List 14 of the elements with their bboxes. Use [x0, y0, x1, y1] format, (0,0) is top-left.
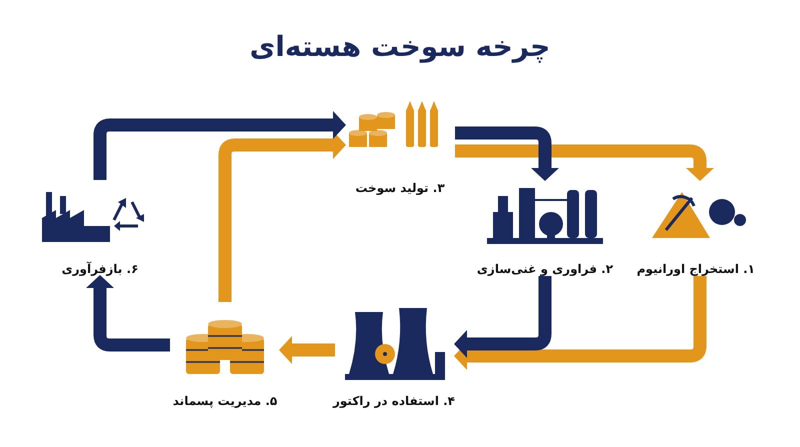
arrow — [86, 275, 170, 352]
stage-label: ۳. تولید سوخت — [355, 181, 445, 195]
stage-label: ۱. استخراج اورانیوم — [636, 262, 755, 276]
title: چرخه سوخت هسته‌ای — [250, 30, 550, 63]
stage-label: ۵. مدیریت پسماند — [172, 394, 278, 408]
arrow — [454, 276, 552, 358]
arrow — [94, 111, 346, 180]
arrow — [279, 336, 335, 364]
arrow — [455, 144, 714, 181]
stage-label: ۲. فراوری و غنی‌سازی — [476, 262, 614, 276]
stage-label: ۶. بازفرآوری — [62, 262, 138, 276]
arrow — [454, 276, 706, 370]
stage-label: ۴. استفاده در راکتور — [332, 394, 455, 408]
arrow — [455, 126, 559, 181]
